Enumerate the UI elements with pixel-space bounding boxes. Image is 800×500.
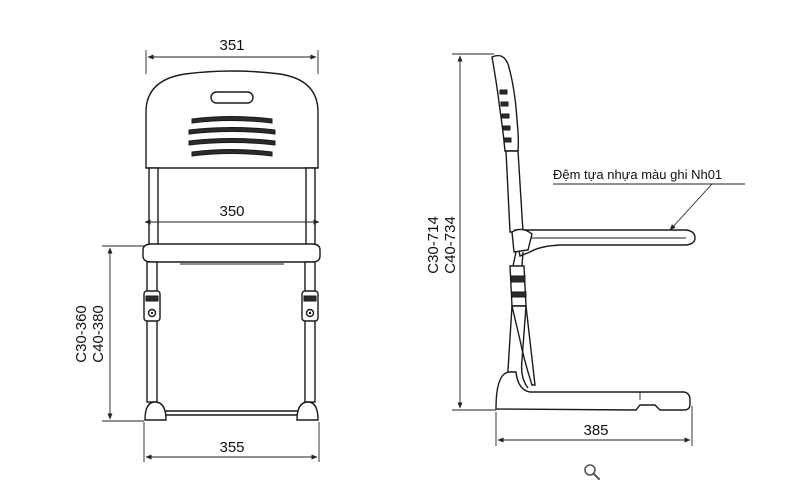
right-height-adjuster <box>301 290 319 322</box>
front-base-width: 355 <box>219 439 244 456</box>
annotation-leader-arrow <box>669 183 713 231</box>
backrest-handle-slot <box>210 91 254 104</box>
side-base-runner <box>495 371 691 411</box>
right-leg <box>304 261 316 403</box>
side-total-height-line1: C30-714 <box>425 216 442 274</box>
left-foot <box>144 401 167 421</box>
side-upright <box>505 150 524 233</box>
front-top-width: 351 <box>219 37 244 54</box>
right-foot <box>296 401 319 421</box>
seat <box>142 243 321 263</box>
front-dimensions: 351 350 355 C30-360 C40-380 <box>73 37 320 462</box>
side-depth: 385 <box>583 422 608 439</box>
left-backrest-post <box>148 167 159 249</box>
left-height-adjuster <box>143 290 161 322</box>
side-total-height-line2: C40-734 <box>442 216 459 274</box>
left-leg <box>146 261 158 403</box>
front-seat-height-line2: C40-380 <box>90 305 107 363</box>
side-seat <box>514 229 696 257</box>
side-height-adjuster <box>509 265 527 307</box>
side-view <box>491 54 696 411</box>
front-seat-width: 350 <box>219 203 244 220</box>
seat-material-annotation: Đệm tựa nhựa màu ghi Nh01 <box>553 167 722 182</box>
backrest-vents <box>188 116 276 157</box>
side-dimensions: C30-714 C40-734 385 Đệm tựa nhựa màu ghi… <box>425 53 745 446</box>
right-backrest-post <box>305 167 316 249</box>
magnifier-icon[interactable] <box>582 462 602 482</box>
front-view <box>142 70 321 421</box>
side-backrest-ribs <box>499 89 512 143</box>
front-seat-height-line1: C30-360 <box>73 305 90 363</box>
